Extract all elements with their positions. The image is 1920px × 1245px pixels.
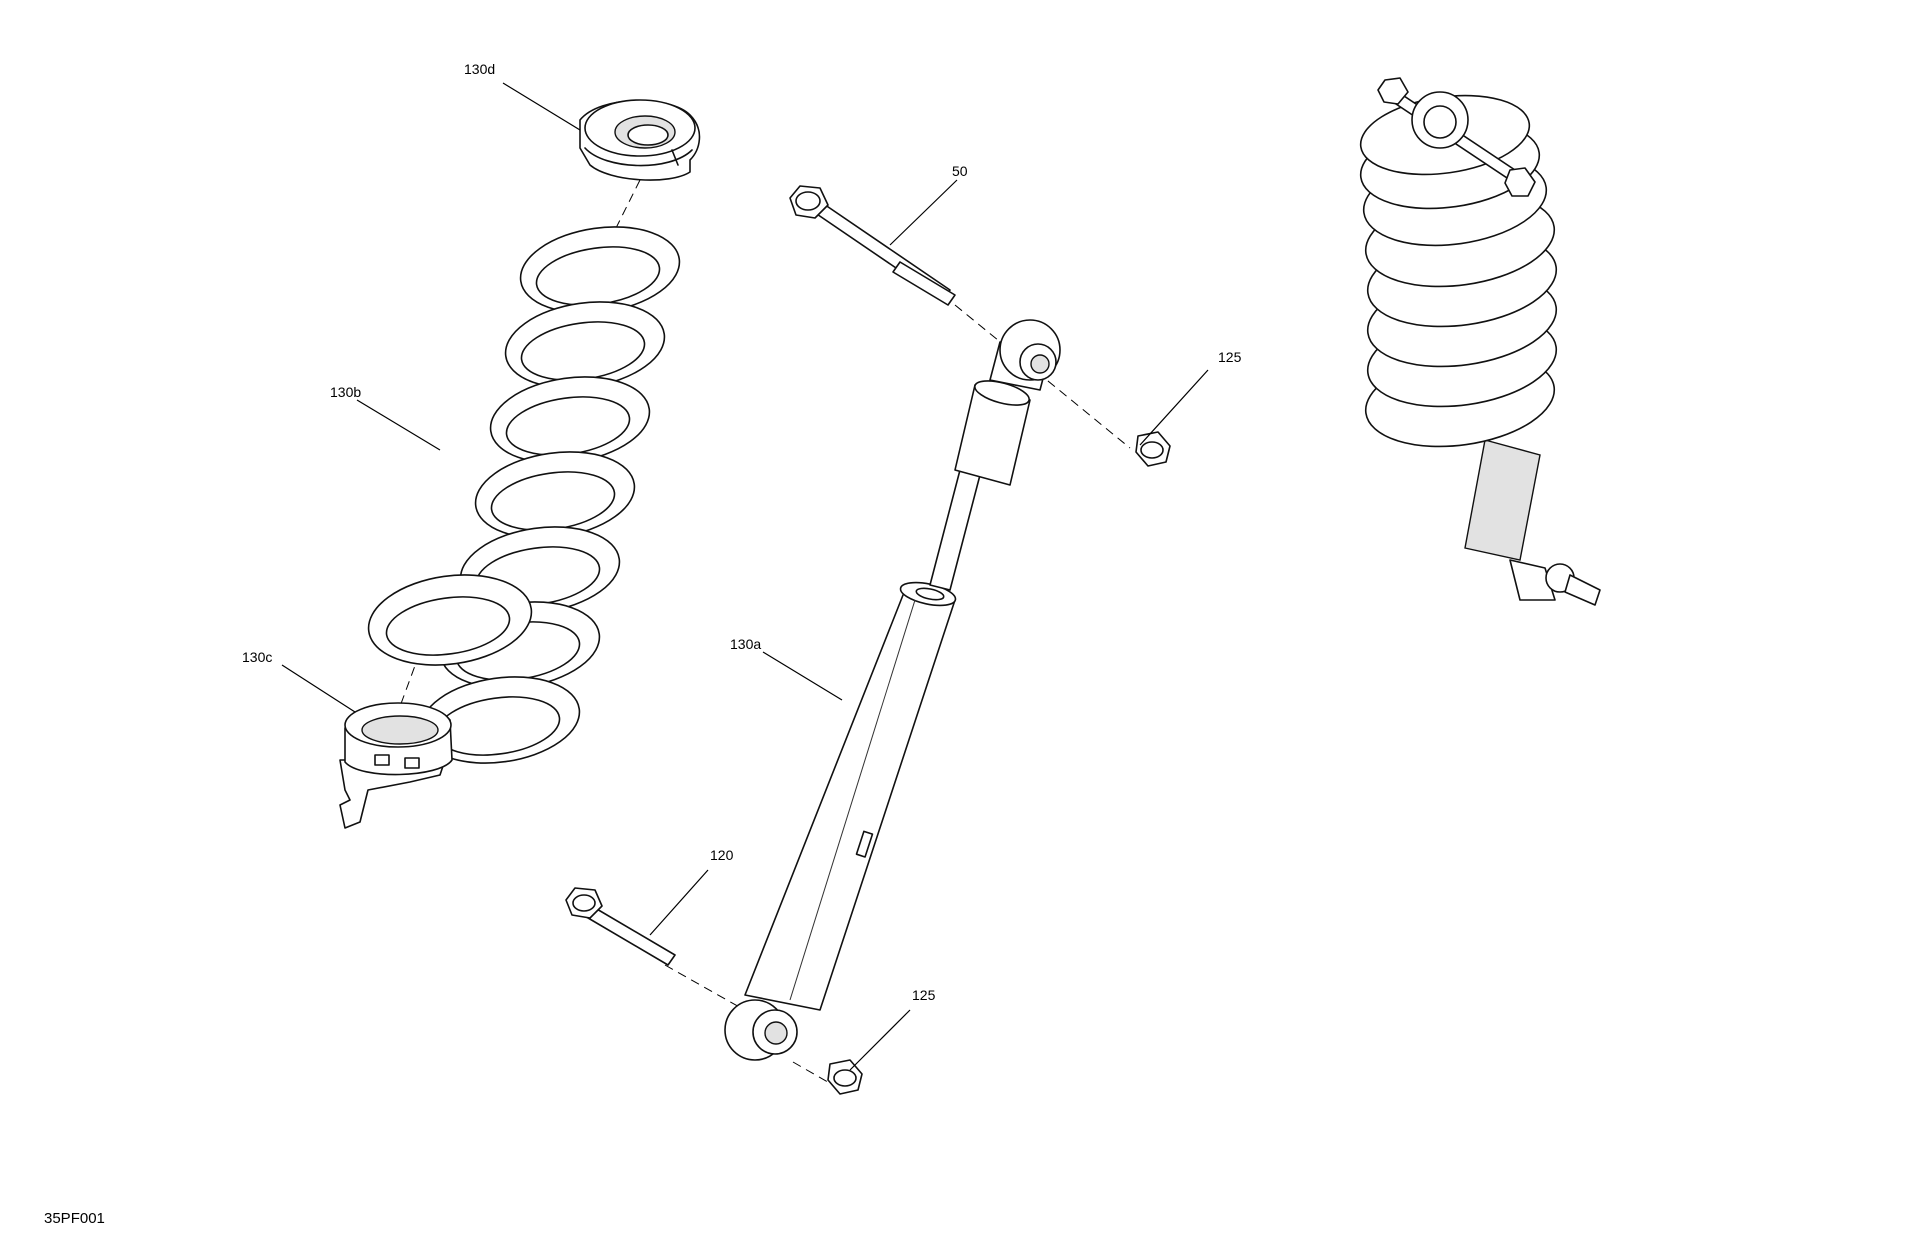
callout-130c: 130c: [242, 649, 272, 665]
callout-125-lower: 125: [912, 987, 936, 1003]
callout-120: 120: [710, 847, 734, 863]
callout-125-upper: 125: [1218, 349, 1242, 365]
upper-spring-seat: [579, 99, 701, 181]
callout-50: 50: [952, 163, 968, 179]
upper-nut: [1135, 431, 1171, 467]
shock-absorber: [724, 319, 1061, 1061]
coil-spring: [367, 226, 681, 764]
lower-bolt: [565, 887, 676, 966]
leader-lines: [281, 82, 1209, 1071]
assembled-shock: [1359, 77, 1601, 606]
callout-130a: 130a: [730, 636, 761, 652]
callout-labels: 130d 130b 130c 130a 50 125 120 125: [242, 61, 1242, 1003]
drawing-reference-code: 35PF001: [44, 1210, 105, 1227]
lower-nut: [827, 1059, 863, 1095]
lower-spring-seat: [339, 702, 453, 829]
callout-130d: 130d: [464, 61, 495, 77]
upper-bolt: [789, 185, 956, 306]
callout-130b: 130b: [330, 384, 361, 400]
